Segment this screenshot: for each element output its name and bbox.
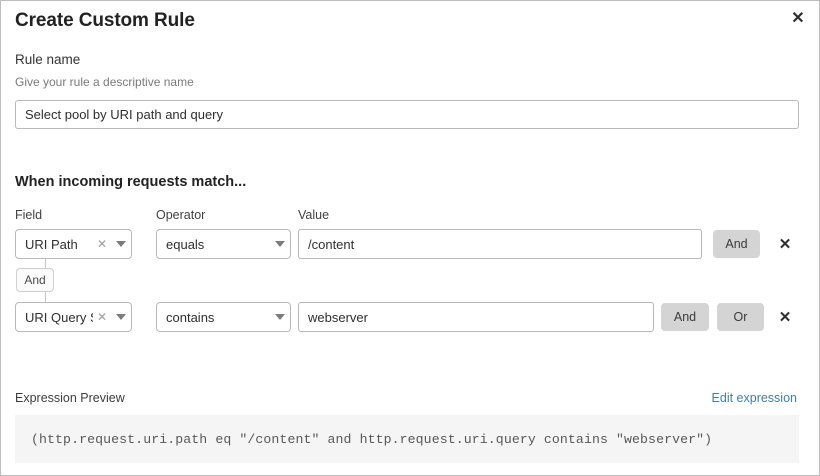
column-header-value: Value	[298, 208, 330, 222]
page-title: Create Custom Rule	[15, 10, 195, 31]
field-select-label: URI Path	[25, 236, 78, 252]
clear-x-icon[interactable]: ✕	[96, 237, 107, 251]
and-button-row-1[interactable]: And	[713, 230, 760, 258]
connector-line-bottom	[45, 292, 46, 302]
chevron-down-icon[interactable]	[111, 240, 131, 248]
condition-row: URI Query St... ✕ contains And Or ✕	[1, 302, 820, 332]
field-select-row-2[interactable]: URI Query St... ✕	[15, 302, 132, 332]
close-icon[interactable]: ✕	[791, 10, 805, 27]
chevron-down-icon[interactable]	[111, 313, 131, 321]
column-header-field: Field	[15, 208, 43, 222]
operator-select-row-1[interactable]: equals	[156, 229, 291, 259]
expression-preview-box: (http.request.uri.path eq "/content" and…	[15, 415, 799, 463]
delete-condition-row-2-icon[interactable]: ✕	[778, 308, 792, 326]
rule-name-label: Rule name	[15, 52, 81, 67]
field-select-label: URI Query St...	[25, 309, 93, 325]
condition-row: URI Path ✕ equals And ✕	[1, 229, 820, 259]
chevron-down-icon[interactable]	[270, 240, 290, 248]
rule-name-input[interactable]	[15, 100, 799, 129]
expression-preview-label: Expression Preview	[15, 391, 125, 405]
match-section-heading: When incoming requests match...	[15, 174, 247, 190]
rule-name-help-text: Give your rule a descriptive name	[15, 75, 194, 89]
edit-expression-link[interactable]: Edit expression	[711, 391, 797, 405]
value-input-row-1[interactable]	[298, 229, 702, 259]
field-select-row-1[interactable]: URI Path ✕	[15, 229, 132, 259]
group-connector-and-badge[interactable]: And	[16, 268, 54, 292]
column-header-operator: Operator	[156, 208, 206, 222]
chevron-down-icon[interactable]	[270, 313, 290, 321]
clear-x-icon[interactable]: ✕	[96, 310, 107, 324]
expression-preview-text: (http.request.uri.path eq "/content" and…	[31, 431, 713, 447]
delete-condition-row-1-icon[interactable]: ✕	[778, 235, 792, 253]
operator-select-label: contains	[166, 309, 215, 325]
and-button-row-2[interactable]: And	[661, 303, 709, 331]
operator-select-row-2[interactable]: contains	[156, 302, 291, 332]
connector-line-top	[45, 259, 46, 269]
or-button-row-2[interactable]: Or	[717, 303, 764, 331]
operator-select-label: equals	[166, 236, 205, 252]
value-input-row-2[interactable]	[298, 302, 654, 332]
